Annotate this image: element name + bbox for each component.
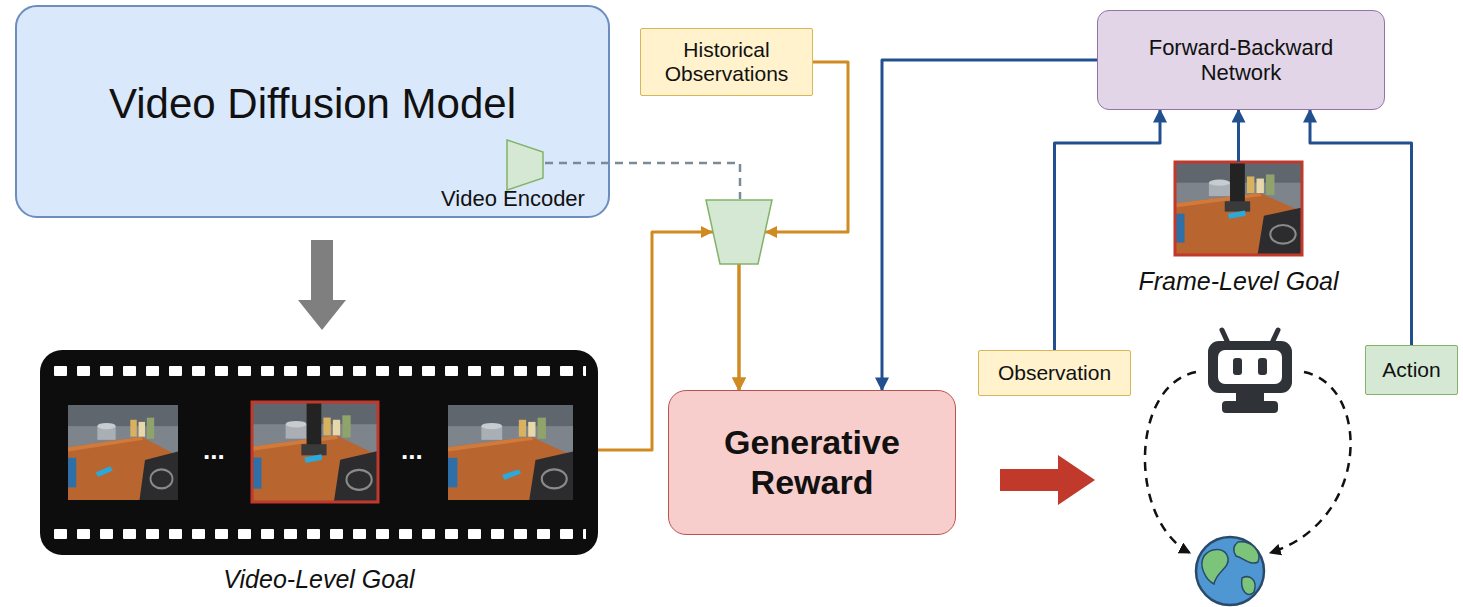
goal-frame-text: Frame-Level Goal bbox=[1138, 267, 1338, 296]
loop-arrow bbox=[1270, 372, 1351, 553]
input-box-text: Historical Observations bbox=[651, 38, 803, 86]
robot-eye bbox=[1258, 358, 1267, 375]
frame-highlight bbox=[1175, 162, 1302, 255]
flow-arrow bbox=[1055, 110, 1161, 350]
arrowhead bbox=[701, 226, 713, 238]
goal-frame-art bbox=[1175, 162, 1302, 255]
video-frame bbox=[448, 405, 573, 500]
continent bbox=[1202, 549, 1228, 584]
loop-arrow bbox=[1145, 372, 1196, 553]
flow-arrow bbox=[882, 60, 1097, 390]
sprocket-row bbox=[54, 529, 586, 539]
frame-highlight bbox=[252, 402, 378, 502]
input-box: Observation bbox=[978, 350, 1131, 396]
film-strip: Video-Level Goal bbox=[40, 350, 598, 555]
robot-head bbox=[1208, 341, 1292, 393]
block-arrow bbox=[298, 240, 346, 330]
video-frame bbox=[68, 405, 178, 500]
flow-arrow bbox=[1310, 110, 1412, 345]
continent bbox=[1242, 577, 1255, 595]
network-box-text: Forward-Backward Network bbox=[1136, 35, 1346, 86]
film-strip-art bbox=[40, 350, 598, 555]
encoder-icon bbox=[706, 200, 772, 264]
network-box: Forward-Backward Network bbox=[1097, 10, 1385, 110]
goal-image bbox=[1175, 162, 1302, 255]
continent bbox=[1234, 542, 1259, 563]
flow-arrow bbox=[1237, 110, 1240, 162]
encoder-label: Video Encoder bbox=[441, 186, 585, 211]
robot-base bbox=[1222, 401, 1278, 413]
arrowhead bbox=[765, 226, 777, 238]
earth-icon bbox=[1196, 537, 1264, 605]
goal-frame: Frame-Level Goal bbox=[1175, 162, 1302, 255]
action-box: Action bbox=[1365, 345, 1458, 395]
ellipsis: ... bbox=[203, 436, 225, 466]
video-frame bbox=[252, 402, 378, 502]
input-box: Historical Observations bbox=[640, 28, 813, 96]
film-body bbox=[40, 350, 598, 555]
encoder-icon bbox=[507, 140, 543, 190]
action-box-text: Action bbox=[1382, 358, 1440, 382]
globe bbox=[1196, 537, 1264, 605]
film-strip-text: Video-Level Goal bbox=[223, 565, 414, 594]
output-arrow bbox=[1000, 455, 1095, 505]
sprocket-row bbox=[54, 366, 586, 376]
reward-box: Generative Reward bbox=[668, 390, 956, 535]
reward-box-text: Generative Reward bbox=[692, 423, 932, 501]
model-box-text: Video Diffusion Model bbox=[109, 80, 516, 128]
robot-eye bbox=[1233, 358, 1242, 375]
model-fill bbox=[15, 5, 610, 218]
input-box-text: Observation bbox=[998, 361, 1111, 385]
ellipsis: ... bbox=[401, 436, 423, 466]
robot-icon bbox=[1208, 330, 1292, 413]
robot-neck bbox=[1236, 393, 1264, 401]
robot-face bbox=[1218, 350, 1282, 384]
